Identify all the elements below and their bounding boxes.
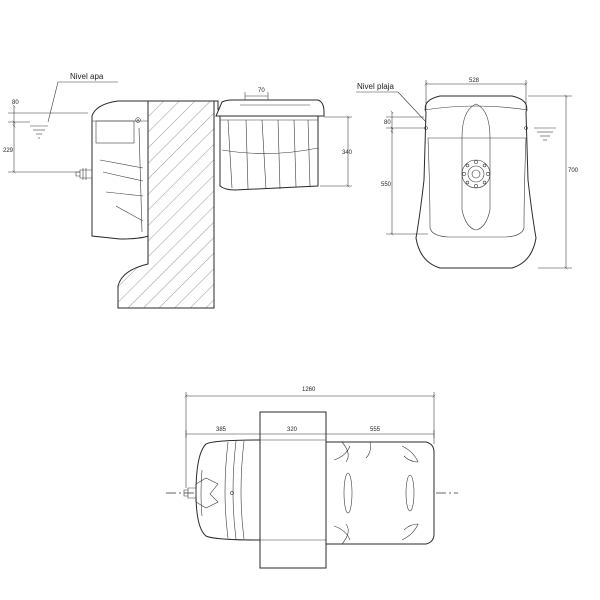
bolt-icon — [486, 172, 490, 176]
dim-front-width: 528 — [469, 78, 480, 84]
bolt-icon — [465, 180, 470, 185]
bolt-icon — [482, 180, 487, 185]
bolt-icon — [482, 163, 487, 168]
bolt-icon — [474, 160, 478, 164]
dim-plan-mid: 320 — [287, 427, 298, 433]
water-level-symbol — [534, 127, 556, 141]
front-view: Nivel plaja 528 80 550 700 — [356, 78, 579, 270]
beach-level-leader — [397, 91, 427, 123]
dim-side-height: 340 — [342, 150, 353, 156]
water-level-leader — [47, 81, 59, 123]
dim-side-top: 80 — [12, 100, 19, 106]
nozzle-flange — [461, 159, 491, 189]
nozzle-fitting — [75, 169, 93, 179]
dim-plan-total: 1260 — [302, 387, 316, 393]
bolt-icon — [424, 126, 428, 130]
bolt-icon — [474, 184, 478, 188]
bolt-icon — [524, 126, 528, 130]
dim-front-inner: 550 — [381, 182, 392, 188]
plan-view: 1260 385 320 555 — [166, 387, 458, 569]
dim-side-lip: 70 — [258, 88, 265, 94]
beach-level-label: Nivel plaja — [357, 82, 394, 91]
dim-plan-right: 555 — [370, 427, 381, 433]
bolt-icon — [462, 172, 466, 176]
skimmer-flap — [461, 103, 491, 231]
side-section-view: Nivel apa 80 229 70 340 — [3, 72, 353, 309]
water-level-symbol — [30, 125, 48, 139]
dim-plan-left: 385 — [216, 427, 227, 433]
basket-plan — [325, 441, 435, 545]
pool-wall-plan — [259, 411, 327, 569]
pool-wall-section — [117, 100, 215, 309]
dim-front-top: 80 — [384, 120, 391, 126]
dim-front-total: 700 — [568, 168, 579, 174]
dim-side-depth: 229 — [3, 148, 14, 154]
bolt-icon — [230, 491, 234, 495]
bolt-icon — [465, 163, 470, 168]
bolt-icon — [135, 117, 141, 123]
skimmer-basket — [215, 99, 325, 191]
water-level-label: Nivel apa — [70, 72, 104, 81]
skimmer-plan-body — [195, 439, 261, 541]
